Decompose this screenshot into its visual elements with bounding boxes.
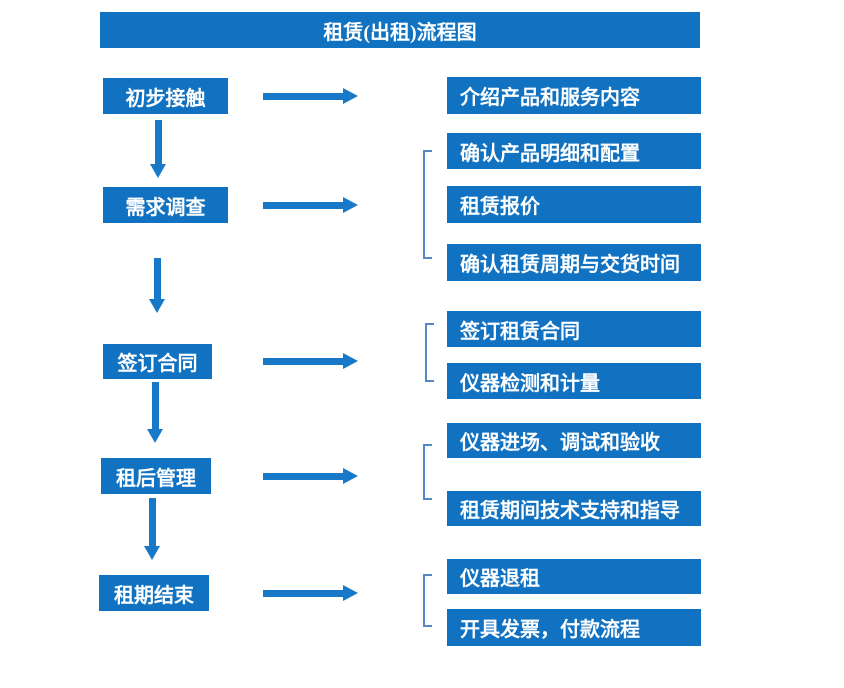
group-bracket <box>423 574 432 627</box>
output-box-instrument-return: 仪器退租 <box>447 559 701 594</box>
group-bracket <box>423 150 432 259</box>
arrow-head <box>343 197 358 213</box>
stage-box-demand-survey: 需求调查 <box>103 187 228 223</box>
arrow-head <box>147 429 163 443</box>
group-bracket <box>425 323 434 382</box>
arrow-shaft <box>263 590 345 597</box>
arrow-head <box>343 585 358 601</box>
arrow-down-icon <box>144 498 160 560</box>
arrow-right-icon <box>263 585 358 601</box>
flowchart-title: 租赁(出租)流程图 <box>100 12 700 48</box>
output-box-introduce-products: 介绍产品和服务内容 <box>447 77 701 114</box>
arrow-shaft <box>154 258 161 301</box>
output-box-instrument-testing: 仪器检测和计量 <box>447 363 701 399</box>
stage-box-post-rental-management: 租后管理 <box>101 458 211 494</box>
arrow-shaft <box>263 358 345 365</box>
output-box-sign-rental-contract: 签订租赁合同 <box>447 311 701 347</box>
stage-box-initial-contact: 初步接触 <box>103 78 228 114</box>
arrow-right-icon <box>263 88 358 104</box>
arrow-right-icon <box>263 197 358 213</box>
stage-box-rental-end: 租期结束 <box>99 575 209 611</box>
stage-box-sign-contract: 签订合同 <box>103 344 212 379</box>
output-box-confirm-product-details: 确认产品明细和配置 <box>447 133 701 169</box>
arrow-head <box>343 468 358 484</box>
arrow-down-icon <box>149 258 165 313</box>
arrow-shaft <box>263 473 345 480</box>
arrow-head <box>150 164 166 178</box>
output-box-invoice-payment: 开具发票，付款流程 <box>447 609 701 646</box>
arrow-head <box>149 299 165 313</box>
output-box-instrument-setup: 仪器进场、调试和验收 <box>447 423 701 458</box>
output-box-rental-quotation: 租赁报价 <box>447 186 701 223</box>
arrow-head <box>343 88 358 104</box>
arrow-head <box>144 546 160 560</box>
arrow-right-icon <box>263 468 358 484</box>
arrow-right-icon <box>263 353 358 369</box>
arrow-head <box>343 353 358 369</box>
output-box-technical-support: 租赁期间技术支持和指导 <box>447 491 701 526</box>
output-box-confirm-rental-period: 确认租赁周期与交货时间 <box>447 244 701 281</box>
arrow-down-icon <box>147 382 163 443</box>
arrow-shaft <box>155 120 162 166</box>
arrow-shaft <box>263 93 345 100</box>
arrow-shaft <box>152 382 159 431</box>
group-bracket <box>423 444 432 500</box>
arrow-down-icon <box>150 120 166 178</box>
arrow-shaft <box>263 202 345 209</box>
arrow-shaft <box>149 498 156 548</box>
